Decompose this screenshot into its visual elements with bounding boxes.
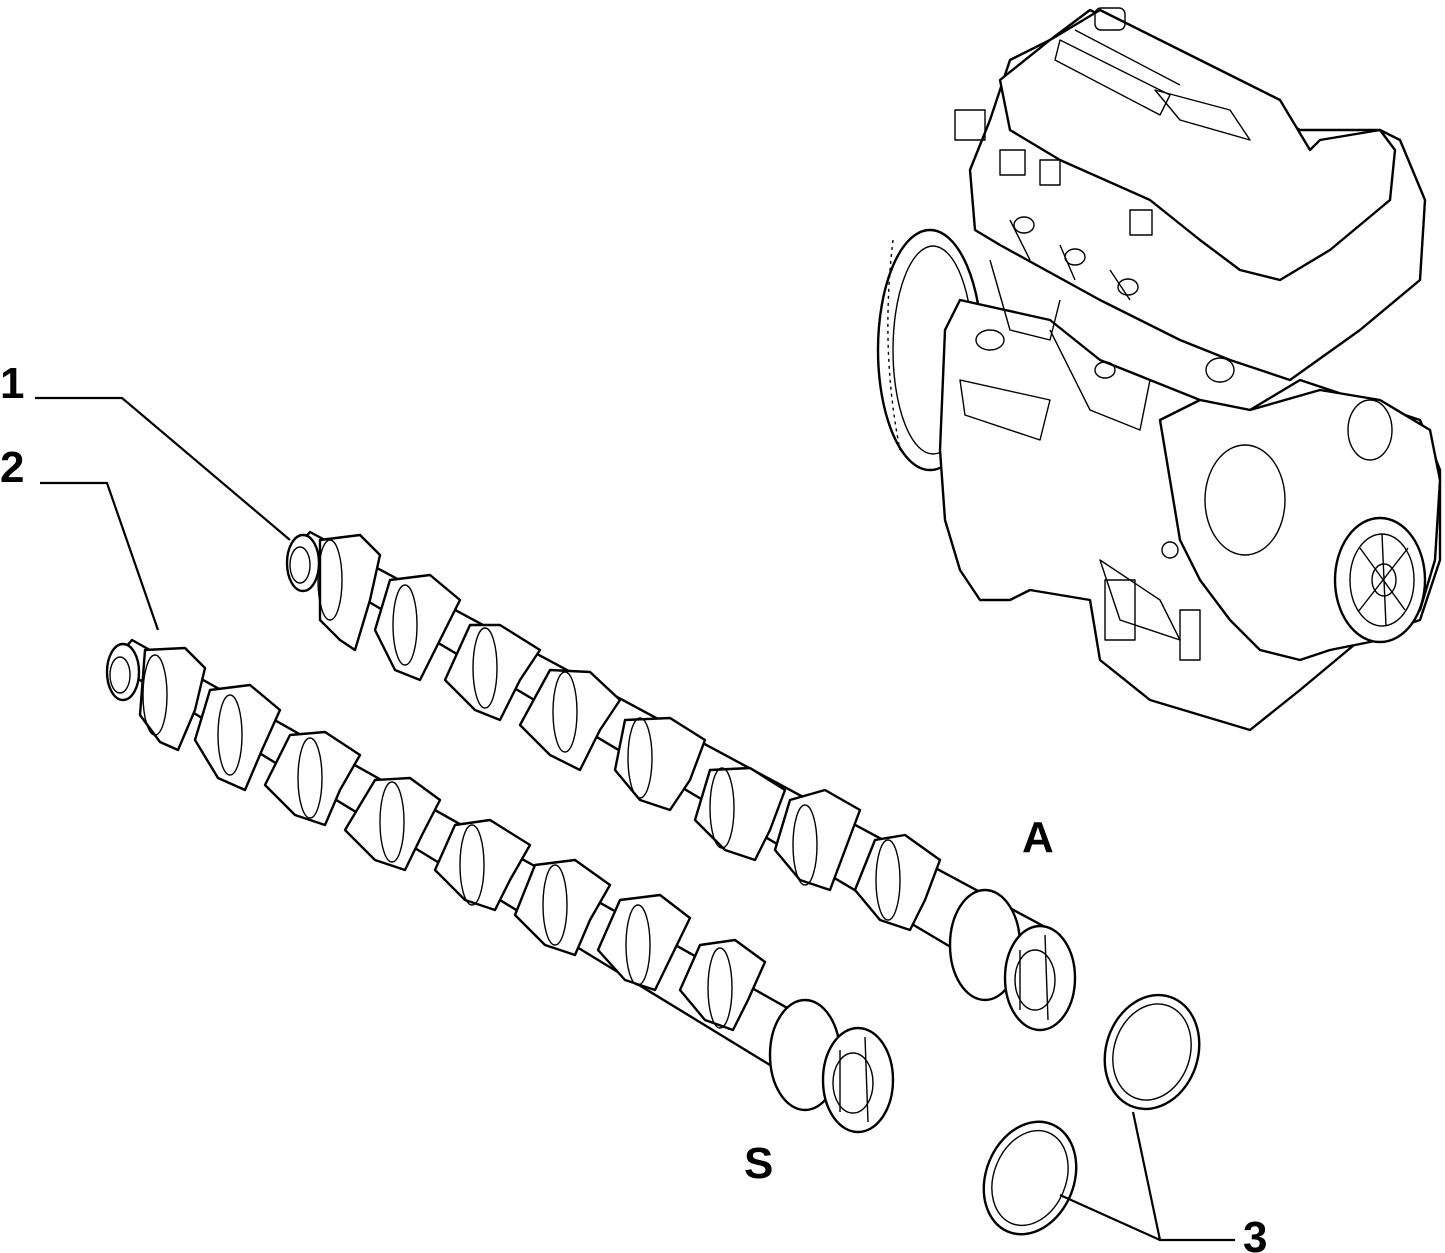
side-label-s: S: [744, 1139, 773, 1188]
camshaft-1: [285, 530, 1077, 1032]
callout-3-label: 3: [1243, 1213, 1267, 1253]
crank-pulley: [1333, 516, 1427, 644]
engine-assembly: [876, 7, 1442, 732]
seal-ring-upper: [1103, 993, 1201, 1111]
leader-line-3b: [1059, 1193, 1161, 1242]
seal-ring-lower: [982, 1120, 1078, 1236]
leader-line-2: [40, 481, 160, 631]
camshaft-2: [105, 638, 895, 1134]
callout-2-label: 2: [0, 443, 24, 492]
leader-line-3a: [1131, 1111, 1235, 1242]
leader-line-1: [35, 396, 291, 541]
cam-cover: [998, 8, 1397, 282]
callout-1-label: 1: [0, 359, 24, 408]
side-label-a: A: [1022, 813, 1054, 862]
